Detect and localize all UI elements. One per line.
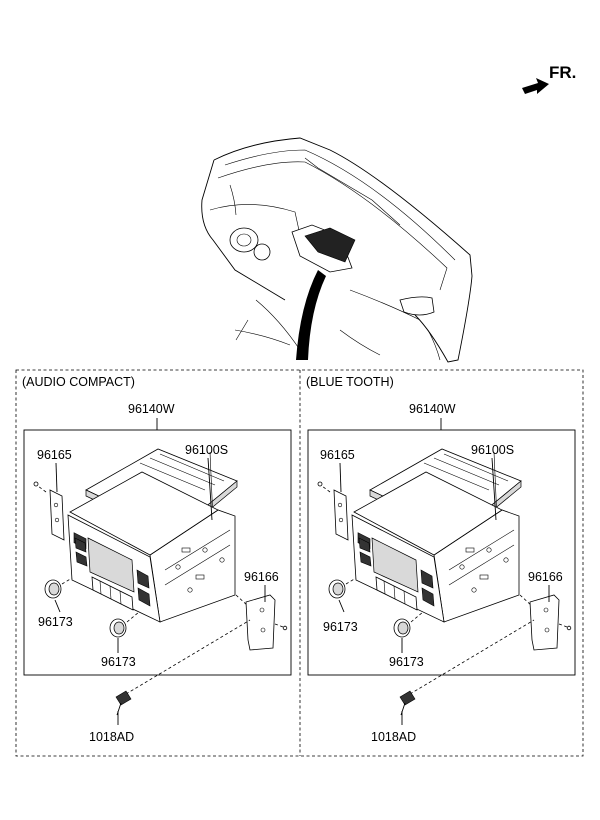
bracket-left-label: 96165 [320,448,355,462]
assembly-number: 96140W [409,402,456,416]
dashboard-illustration [201,137,473,363]
cover-label: 96100S [185,443,228,457]
knob-right-label: 96173 [101,655,136,669]
bracket-left-label: 96165 [37,448,72,462]
panel-title: (BLUE TOOTH) [306,375,394,389]
panel-audio-compact: (AUDIO COMPACT) 96140W 96165 96100S 9616… [22,375,292,744]
knob-left-label: 96173 [38,615,73,629]
orientation-label: FR. [549,63,576,82]
screw-label: 1018AD [89,730,134,744]
knob-left-label: 96173 [323,620,358,634]
panel-title: (AUDIO COMPACT) [22,375,135,389]
bracket-right-label: 96166 [244,570,279,584]
arrow-right-icon [522,78,549,94]
panel-enclosure [15,369,584,757]
cover-label: 96100S [471,443,514,457]
assembly-number: 96140W [128,402,175,416]
panel-blue-tooth: (BLUE TOOTH) 96140W 96165 96100S 96166 9… [306,375,576,744]
front-direction-indicator: FR. [522,63,576,94]
bracket-right-label: 96166 [528,570,563,584]
screw-label: 1018AD [371,730,416,744]
knob-right-label: 96173 [389,655,424,669]
